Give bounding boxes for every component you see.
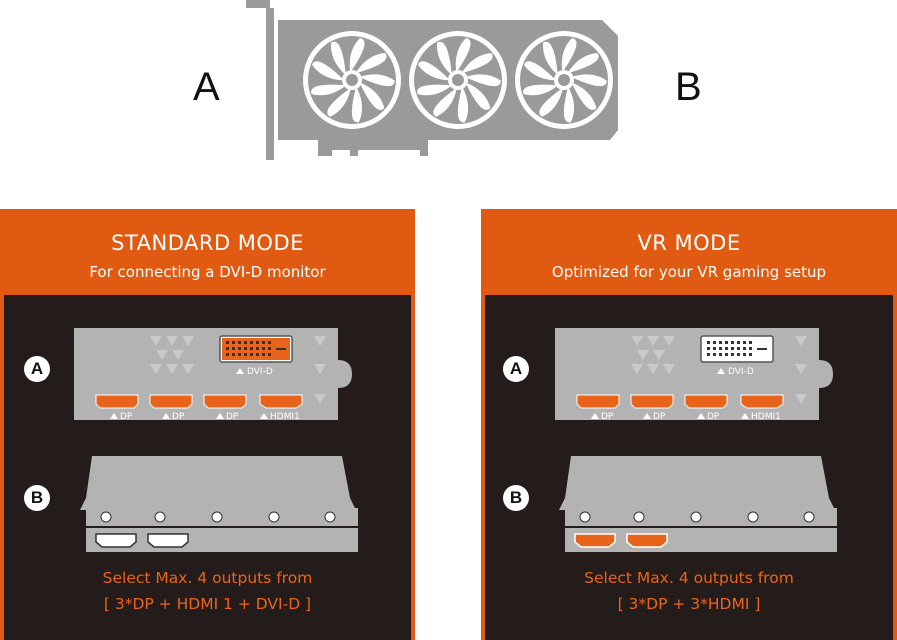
dp-port bbox=[149, 394, 193, 409]
triangle-up-icon bbox=[697, 413, 705, 419]
triangle-up-icon bbox=[741, 413, 749, 419]
footer-line-2: [ 3*DP + HDMI 1 + DVI-D ] bbox=[103, 595, 312, 613]
footer-line-2: [ 3*DP + 3*HDMI ] bbox=[617, 595, 761, 613]
dvi-port-label: DVI-D bbox=[728, 367, 754, 377]
dvi-port-label: DVI-D bbox=[247, 367, 273, 377]
triangle-up-icon bbox=[643, 413, 651, 419]
triangle-up-icon bbox=[216, 413, 224, 419]
panel-title: VR MODE bbox=[637, 231, 741, 255]
fan-icon bbox=[515, 31, 613, 129]
dp-port bbox=[630, 394, 674, 409]
triangle-up-icon bbox=[162, 413, 170, 419]
fan-icon bbox=[303, 31, 401, 129]
circle-label-b: B bbox=[503, 485, 529, 511]
footer-line-1: Select Max. 4 outputs from bbox=[584, 569, 794, 587]
io-bracket-side-a: DVI-D DP DP DP HDMI1 bbox=[74, 328, 352, 422]
dp-port bbox=[684, 394, 728, 409]
card-bracket bbox=[246, 0, 274, 160]
graphics-card-illustration bbox=[246, 0, 618, 160]
hdmi-port bbox=[574, 533, 616, 548]
hdmi-port-label: HDMI1 bbox=[751, 412, 781, 422]
hdmi-port-label: HDMI1 bbox=[270, 412, 300, 422]
dp-port bbox=[95, 394, 139, 409]
dp-port bbox=[576, 394, 620, 409]
circle-label-a: A bbox=[24, 356, 50, 382]
side-b-label: B bbox=[675, 65, 702, 109]
io-bracket-side-b bbox=[80, 456, 358, 552]
vr-mode-panel: VR MODE Optimized for your VR gaming set… bbox=[481, 209, 897, 640]
dp-port-label: DP bbox=[601, 412, 614, 422]
triangle-up-icon bbox=[591, 413, 599, 419]
dp-port-label: DP bbox=[226, 412, 239, 422]
footer-line-1: Select Max. 4 outputs from bbox=[102, 569, 313, 587]
circle-label-a: A bbox=[503, 356, 529, 382]
hdmi-port bbox=[626, 533, 668, 548]
panel-title: STANDARD MODE bbox=[111, 231, 304, 255]
standard-mode-panel: STANDARD MODE For connecting a DVI-D mon… bbox=[0, 209, 415, 640]
panel-subtitle: Optimized for your VR gaming setup bbox=[551, 263, 827, 281]
side-a-label: A bbox=[193, 65, 220, 109]
triangle-up-icon bbox=[110, 413, 118, 419]
hdmi-port bbox=[740, 394, 784, 409]
dp-port-label: DP bbox=[120, 412, 133, 422]
triangle-up-icon bbox=[236, 368, 244, 374]
hdmi-port bbox=[259, 394, 303, 409]
io-bracket-side-a: DVI-D DP DP DP HDMI1 bbox=[555, 328, 833, 422]
fan-icon bbox=[409, 31, 507, 129]
hdmi-port bbox=[95, 533, 137, 548]
triangle-up-icon bbox=[717, 368, 725, 374]
dp-port-label: DP bbox=[653, 412, 666, 422]
dp-port-label: DP bbox=[172, 412, 185, 422]
triangle-up-icon bbox=[260, 413, 268, 419]
hdmi-port bbox=[147, 533, 189, 548]
dp-port-label: DP bbox=[707, 412, 720, 422]
dp-port bbox=[203, 394, 247, 409]
circle-label-b: B bbox=[24, 485, 50, 511]
panel-subtitle: For connecting a DVI-D monitor bbox=[89, 263, 326, 281]
io-bracket-side-b bbox=[559, 456, 837, 552]
